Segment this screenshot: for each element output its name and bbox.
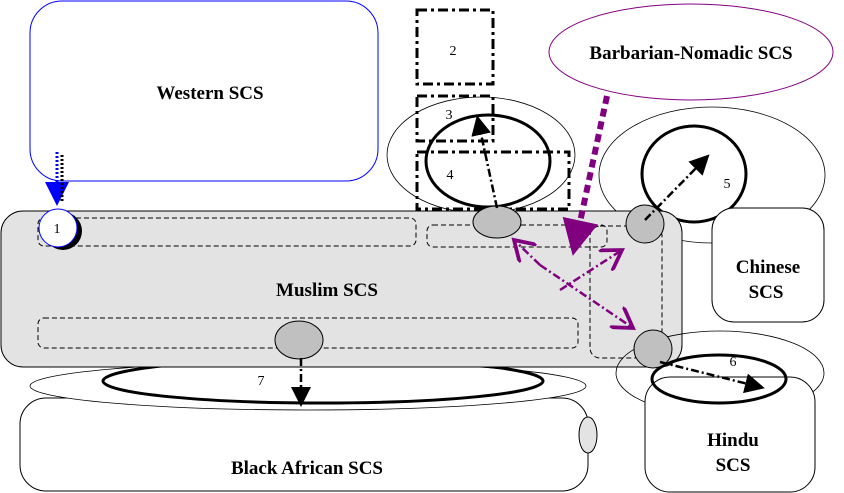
zone-thick-ellipse-north xyxy=(424,113,552,209)
barbarian-invasion-arrow xyxy=(562,95,610,256)
contact-node-north xyxy=(472,205,522,239)
label-4: 4 xyxy=(447,168,454,183)
chinese-scs-label-1: Chinese xyxy=(736,257,800,278)
hindu-scs-box xyxy=(644,376,816,493)
chinese-scs-box xyxy=(711,207,825,323)
contact-node-hindu xyxy=(633,329,673,369)
barbarian-nomadic-scs-ellipse xyxy=(548,3,834,101)
black-african-scs-label: Black African SCS xyxy=(231,458,383,479)
contact-node-african xyxy=(274,320,324,360)
barbarian-nomadic-scs-label: Barbarian-Nomadic SCS xyxy=(589,43,792,64)
arrow-north xyxy=(471,115,499,209)
node-1 xyxy=(38,208,78,248)
box-2 xyxy=(415,8,495,86)
western-scs-label: Western SCS xyxy=(156,83,263,104)
chinese-thick-ellipse xyxy=(640,124,748,224)
label-2: 2 xyxy=(450,44,457,59)
label-3: 3 xyxy=(446,108,453,123)
purple-arrow-to-hindu xyxy=(539,263,633,328)
hindu-scs-label-1: Hindu xyxy=(707,430,759,451)
western-scs-box xyxy=(29,0,379,182)
purple-arrow-to-north xyxy=(514,240,541,266)
hindu-thick-ellipse xyxy=(650,353,788,405)
label-5: 5 xyxy=(724,177,731,192)
label-1: 1 xyxy=(54,222,61,237)
muslim-scs-label: Muslim SCS xyxy=(276,280,378,301)
box-3 xyxy=(415,94,495,143)
hindu-scs-label-2: SCS xyxy=(716,455,751,476)
arrow-hindu xyxy=(659,360,765,394)
arrow-chinese xyxy=(644,154,710,221)
box-4 xyxy=(415,150,571,211)
contact-node-chinese xyxy=(625,204,665,244)
chinese-scs-label-2: SCS xyxy=(749,282,784,303)
purple-arrow-to-chinese xyxy=(559,250,622,292)
african-side-node xyxy=(578,416,598,454)
label-6: 6 xyxy=(730,355,737,370)
label-7: 7 xyxy=(258,374,265,389)
